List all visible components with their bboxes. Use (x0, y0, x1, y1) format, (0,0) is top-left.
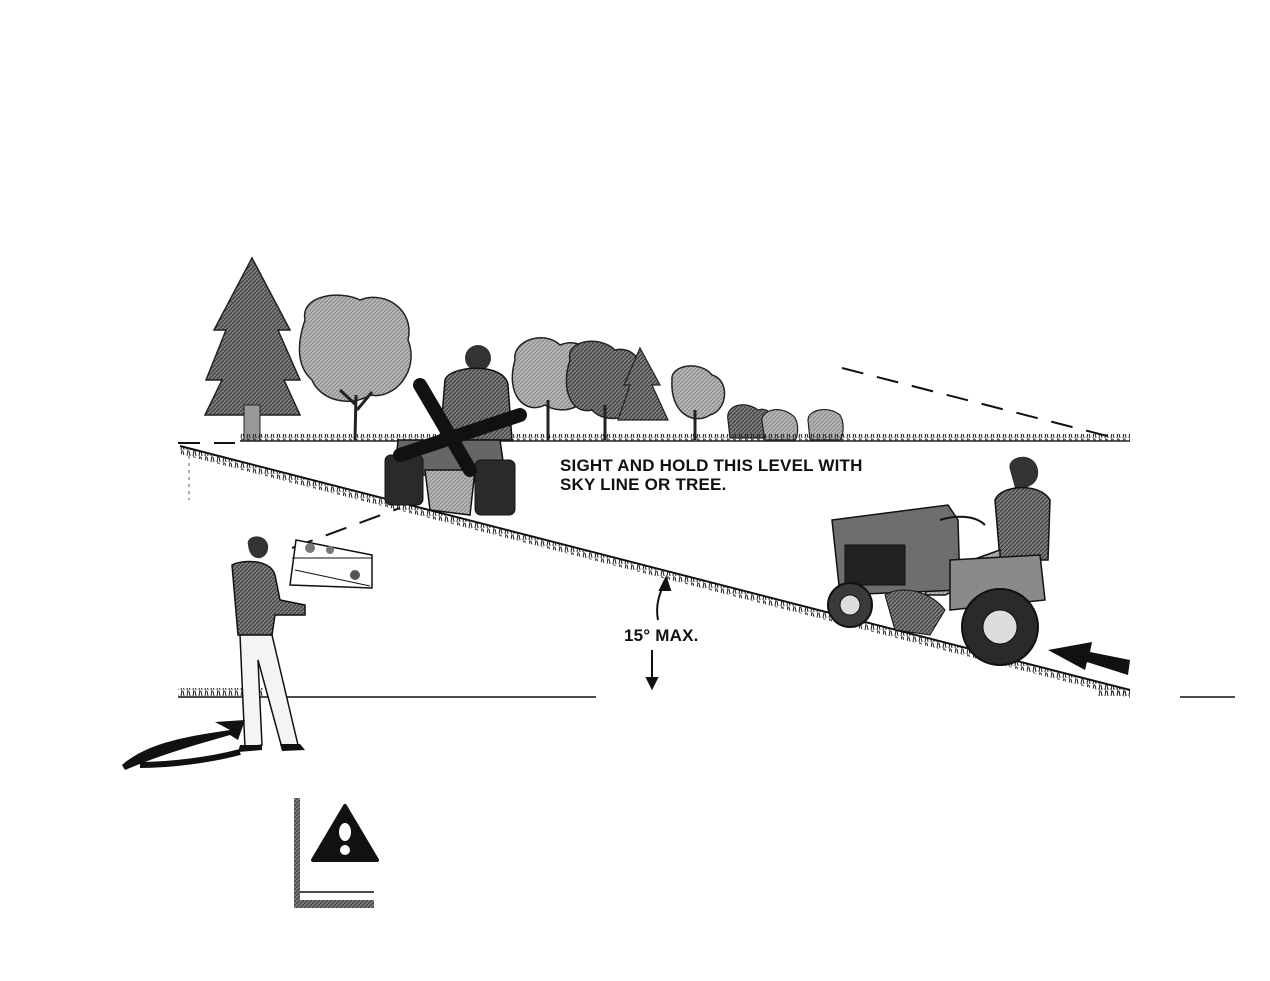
tree-cluster (512, 338, 843, 440)
warning-triangle-icon (313, 806, 377, 860)
pine-tree (205, 258, 300, 415)
sight-instruction-text: SIGHT AND HOLD THIS LEVEL WITH SKY LINE … (560, 456, 863, 494)
horizon-ground (240, 434, 1130, 441)
uphill-direction-arrow (1048, 642, 1130, 675)
instruction-line-1: SIGHT AND HOLD THIS LEVEL WITH (560, 456, 863, 475)
person-sighting (122, 536, 305, 770)
warning-box (294, 798, 377, 908)
max-slope-label: 15° MAX. (624, 626, 699, 646)
slope-sighting-card (290, 540, 372, 588)
instruction-line-2: SKY LINE OR TREE. (560, 475, 863, 494)
round-tree (299, 295, 411, 440)
